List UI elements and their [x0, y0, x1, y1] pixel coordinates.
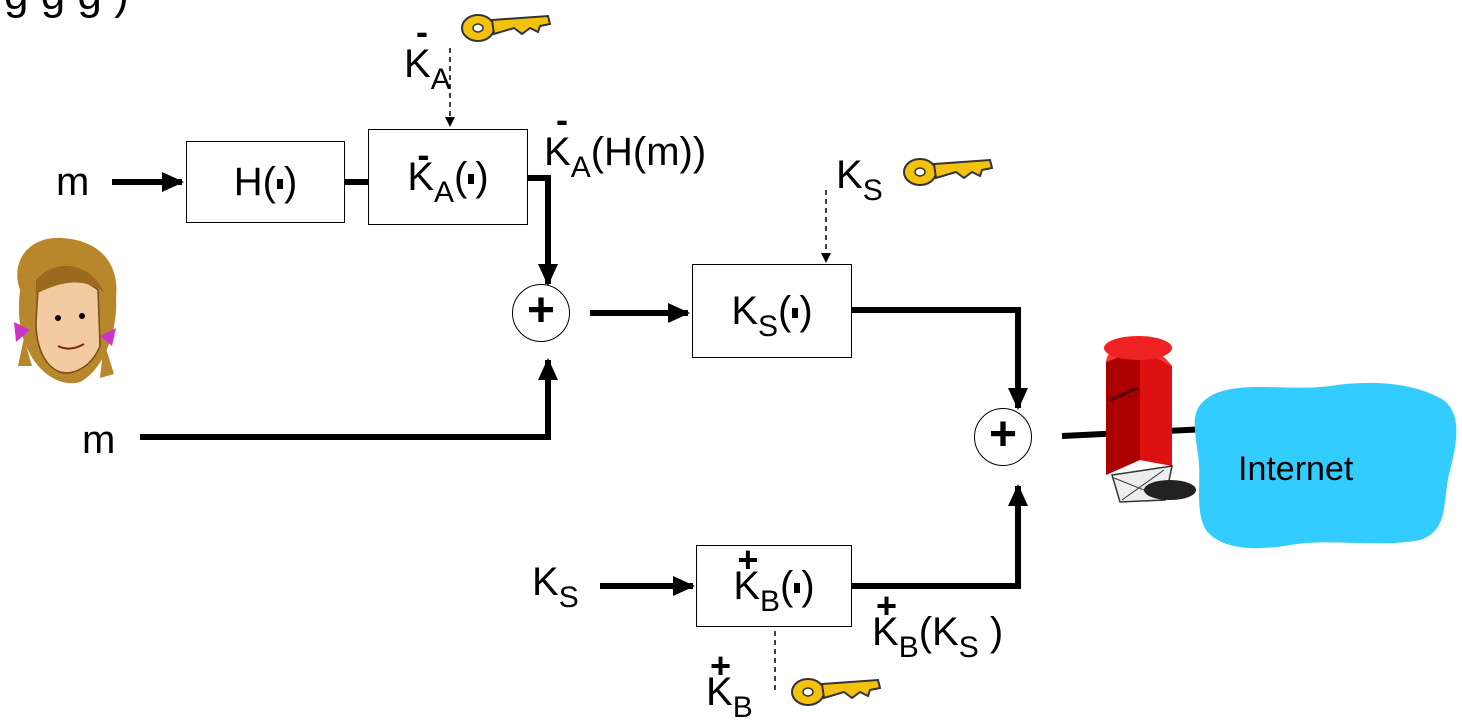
session-key-label: KS — [836, 153, 883, 207]
title-fragment: g g g ) — [4, 0, 129, 20]
key-icon-kb — [791, 678, 882, 706]
alice-private-key-label: -KA — [404, 11, 451, 96]
thick-connectors — [112, 172, 1230, 596]
mailbox-icon — [1104, 336, 1196, 503]
encrypted-session-key-label: +KB(KS ) — [872, 585, 1004, 664]
hash-function-label: H() — [233, 160, 298, 204]
message-label-bottom: m — [82, 418, 116, 462]
internet-label: Internet — [1238, 450, 1354, 488]
person-icon — [14, 237, 117, 384]
signed-hash-label: -KA(H(m)) — [544, 99, 707, 184]
message-label-top: m — [56, 160, 90, 204]
arrow-kb-to-plus — [852, 484, 1028, 589]
cloud-icon — [1194, 382, 1457, 549]
arrow-m-to-plus — [140, 358, 558, 440]
key-icon-ks — [903, 158, 994, 186]
public-key-encrypt-box: +KB() — [696, 539, 852, 627]
arrow-ks-to-plus — [852, 307, 1028, 410]
hash-function-box: H() — [186, 141, 345, 223]
bob-public-key-label: +KB — [706, 645, 753, 724]
session-key-encrypt-box: KS() — [692, 264, 852, 358]
concatenate-operator-right: + — [974, 408, 1032, 466]
arrow-ka-to-plus — [528, 175, 558, 286]
dashed-key-arrows — [445, 48, 831, 690]
public-key-encrypt-label: +KB() — [733, 539, 815, 618]
concatenate-operator-top: + — [512, 284, 570, 342]
private-key-sign-box: -KA() — [368, 129, 528, 225]
key-icon-ka — [461, 14, 552, 42]
private-key-sign-label: -KA() — [407, 134, 489, 209]
session-key-encrypt-label: KS() — [731, 289, 813, 343]
session-key-input-label: KS — [532, 560, 579, 614]
